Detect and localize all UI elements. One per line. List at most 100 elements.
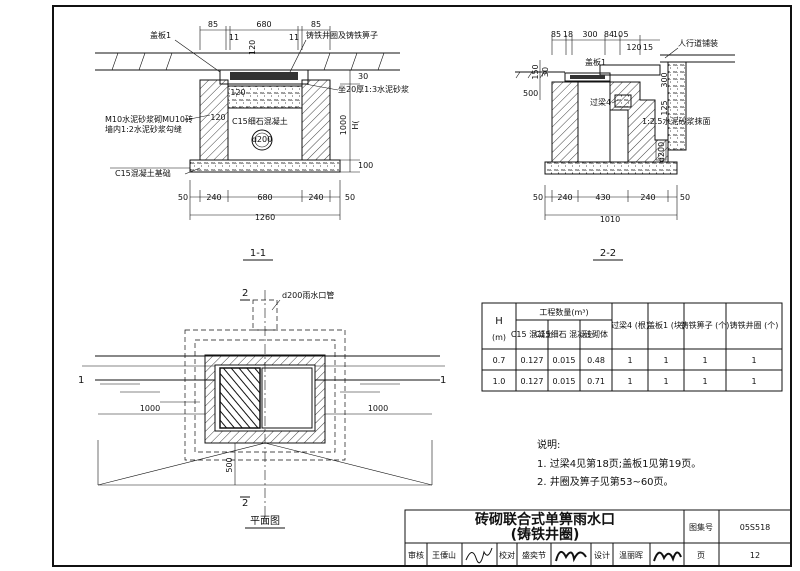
th-h: H [495,316,503,327]
dim-85-22: 85 [551,30,561,39]
dim-1000-left: 1000 [140,404,160,413]
cut-2-top: 2 [242,288,248,299]
dim-300-22: 300 [582,30,597,39]
front-wall [551,81,579,163]
pipe-label-plan: d200雨水口管 [282,290,334,300]
dim-50-right: 50 [345,193,355,202]
design-signature [653,551,682,562]
dim-1000-right-plan: 1000 [368,404,388,413]
svg-text:0.48: 0.48 [587,356,605,365]
cut-2-bottom: 2 [242,498,248,509]
concrete-base [189,159,341,173]
svg-text:1.0: 1.0 [493,377,506,386]
th-grate: 铸铁箅子 (个) [681,320,730,330]
label-sidewalk: 人行道铺装 [678,38,718,48]
left-wall [199,79,229,161]
dim-120-22: 120 [626,43,641,52]
dim-10-22: 10 [613,30,623,39]
th-h-unit: (m) [492,333,506,342]
note-1: 1. 过梁4见第18页;盖板1见第19页。 [537,457,701,470]
review-name: 王僳山 [432,550,456,560]
section-2-2-title: 2-2 [600,248,616,259]
dim-680-bottom: 680 [257,193,272,202]
cut-1-left: 1 [78,375,84,386]
label-pointing: 墙内1:2水泥砂浆勾缝 [105,124,182,134]
dim-120-mid: 120 [230,88,245,97]
dim-50-22-right: 50 [680,193,690,202]
note-2: 2. 井圈及箅子见第53~60页。 [537,475,674,488]
right-wall [301,79,331,161]
cast-iron-frame [219,69,309,85]
dim-d200-22: d200 [657,142,666,162]
plan-grate [219,367,261,429]
quantity-table: H (m) 工程数量(m³) C15 混凝土 C15细石 混凝土 砖砌体 过梁4… [481,302,783,392]
label-frame: 铸铁井圈及铸铁箅子 [306,30,378,40]
table-row: 1.0 0.127 0.015 0.71 1 1 1 1 [493,377,757,386]
dim-1260-total: 1260 [255,213,275,222]
table-row: 0.7 0.127 0.015 0.48 1 1 1 1 [493,356,757,365]
cut-1-right: 1 [440,375,446,386]
curb [667,61,687,151]
page-number: 12 [750,551,760,560]
svg-text:1: 1 [663,377,668,386]
svg-text:1: 1 [627,377,632,386]
dim-1010-total: 1010 [600,215,620,224]
svg-text:1: 1 [702,356,707,365]
dim-85-left: 85 [208,20,218,29]
label-masonry: M10水泥砂浆砌MU10砖 [105,114,193,124]
label-cover-22: 盖板1 [585,57,606,67]
check-name: 盛奕节 [522,550,546,560]
dim-500-22: 500 [523,89,538,98]
label-mortar-bed: 坐20厚1:3水泥砂浆 [338,84,409,94]
label-plaster: 1:2.5水泥砂浆抹面 [642,116,711,126]
dim-300-22-right: 300 [660,72,669,87]
dim-15-22: 15 [643,43,653,52]
dim-5-22: 5 [623,30,628,39]
svg-text:0.7: 0.7 [493,356,506,365]
dim-240-right: 240 [308,193,323,202]
svg-text:1: 1 [663,356,668,365]
dim-100-right: 100 [358,161,373,170]
plan-view: 1 1 d200雨水口管 2 2 1000 1000 500 平面 [78,288,446,529]
dim-50-left: 50 [178,193,188,202]
svg-text:1: 1 [702,377,707,386]
section-2-2: 85 18 300 84 10 5 120 15 150 30 500 300 … [515,30,735,261]
design-name: 温丽晖 [619,551,643,560]
base-2-2 [544,161,678,175]
grate [230,72,298,80]
svg-text:1: 1 [751,377,756,386]
th-c15-fine: C15细石 混凝土 [535,329,593,339]
svg-text:0.127: 0.127 [521,356,544,365]
dim-84-22: 84 [604,30,614,39]
notes: 说明: 1. 过梁4见第18页;盖板1见第19页。 2. 井圈及箅子见第53~6… [537,438,701,488]
beam-4 [614,94,632,108]
label-cover-1: 盖板1 [150,30,171,40]
pipe-label: d200 [252,135,272,144]
check-label: 校对 [499,550,515,560]
th-quantities: 工程数量(m³) [539,307,588,317]
dim-50-22-left: 50 [533,193,543,202]
dim-240-left: 240 [206,193,221,202]
label-fine-concrete: C15细石混凝土 [232,116,288,126]
dim-11-right: 11 [289,33,299,42]
svg-text:0.015: 0.015 [553,377,576,386]
atlas-number: 05S518 [740,523,771,532]
review-signature [465,547,493,564]
th-c15-base: C15 混凝土 [511,329,553,339]
svg-text:0.015: 0.015 [553,356,576,365]
th-cover: 盖板1 (块) [647,320,685,330]
dim-85-right: 85 [311,20,321,29]
drawing-subtitle: (铸铁井圈) [511,526,580,543]
title-block: 砖砌联合式单箅雨水口 (铸铁井圈) 图集号 05S518 页 12 审核 王僳山… [404,509,792,567]
dim-500-plan: 500 [225,457,234,472]
dim-430-22: 430 [595,193,610,202]
check-signature [555,550,587,563]
dim-150-22: 150 [531,64,540,79]
dim-680-top: 680 [256,20,271,29]
dim-H-right: H( [351,120,360,129]
th-ring: 铸铁井圈 (个) [730,320,779,330]
review-label: 审核 [408,550,424,560]
section-1-1-title: 1-1 [250,248,266,259]
